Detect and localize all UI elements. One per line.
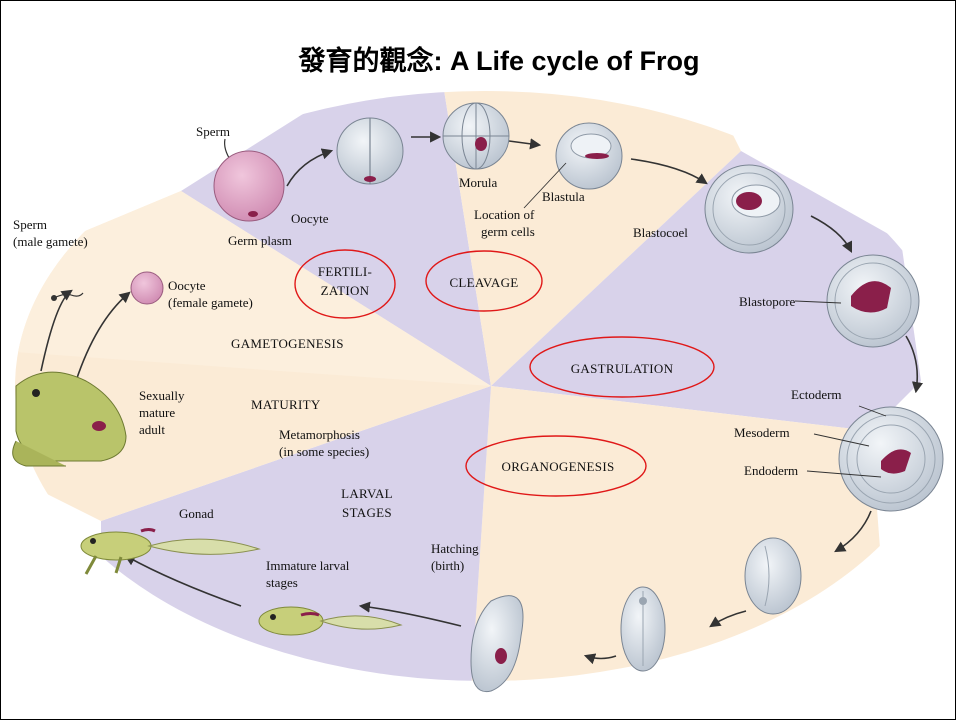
label-sperm-left-2: (male gamete) [13, 234, 88, 249]
stage-label-larval-2: STAGES [342, 505, 392, 520]
stage-label-gastrulation: GASTRULATION [571, 361, 674, 376]
stage-label-maturity: MATURITY [251, 397, 321, 412]
label-adult-3: adult [139, 422, 165, 437]
stage-label-organogenesis: ORGANOGENESIS [502, 459, 615, 474]
label-sperm-left-1: Sperm [13, 217, 47, 232]
label-blastopore: Blastopore [739, 294, 796, 309]
stage-label-cleavage: CLEAVAGE [449, 275, 518, 290]
label-hatching-1: Hatching [431, 541, 479, 556]
label-oocyte-top: Oocyte [291, 211, 329, 226]
label-morula: Morula [459, 175, 498, 190]
label-blastocoel: Blastocoel [633, 225, 688, 240]
label-germ-cells-1: Location of [474, 207, 535, 222]
label-sperm-top: Sperm [196, 124, 230, 139]
label-gonad: Gonad [179, 506, 214, 521]
label-ectoderm: Ectoderm [791, 387, 842, 402]
label-hatching-2: (birth) [431, 558, 464, 573]
gastrula-embryo [839, 407, 943, 511]
stage-label-fertilization-2: ZATION [321, 283, 370, 298]
label-metamorphosis-1: Metamorphosis [279, 427, 360, 442]
neural-tube-embryo [621, 587, 665, 671]
label-endoderm: Endoderm [744, 463, 798, 478]
stage-label-gametogenesis: GAMETOGENESIS [231, 336, 344, 351]
label-metamorphosis-2: (in some species) [279, 444, 369, 459]
label-blastula: Blastula [542, 189, 585, 204]
label-adult-2: mature [139, 405, 175, 420]
blastula-embryo [556, 123, 622, 189]
neurula-embryo [745, 538, 801, 614]
label-germ-cells-2: germ cells [481, 224, 535, 239]
label-adult-1: Sexually [139, 388, 185, 403]
oocyte-female-gamete [131, 272, 163, 304]
two-cell-embryo [337, 118, 403, 184]
label-oocyte-left-1: Oocyte [168, 278, 206, 293]
blastopore-embryo [827, 255, 919, 347]
label-germ-plasm: Germ plasm [228, 233, 292, 248]
label-immature-2: stages [266, 575, 298, 590]
stage-label-fertilization-1: FERTILI- [318, 264, 372, 279]
blastocoel-embryo [705, 165, 793, 253]
label-oocyte-left-2: (female gamete) [168, 295, 253, 310]
morula-embryo [443, 103, 509, 169]
label-immature-1: Immature larval [266, 558, 350, 573]
stage-label-larval-1: LARVAL [341, 486, 393, 501]
sector-organogenesis [471, 386, 881, 691]
label-mesoderm: Mesoderm [734, 425, 790, 440]
